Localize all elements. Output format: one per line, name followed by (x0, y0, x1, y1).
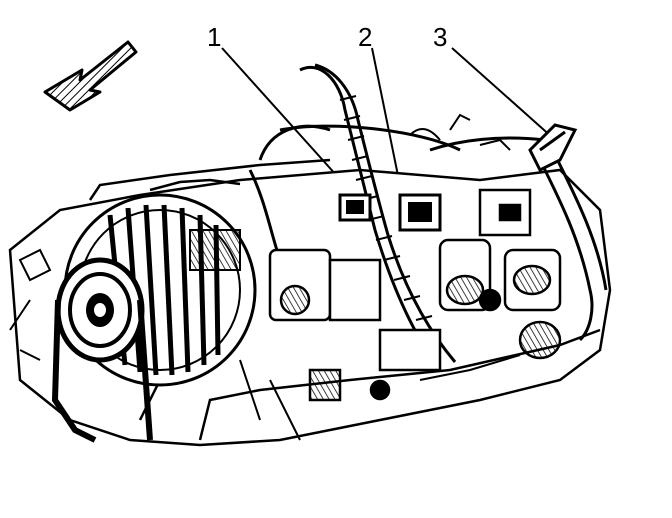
callout-1: 1 (207, 22, 222, 52)
right-harness (429, 136, 608, 342)
connector-1 (338, 193, 372, 222)
direction-arrow-icon (43, 40, 138, 112)
callout-3: 3 (433, 22, 448, 52)
callout-2: 2 (358, 22, 373, 52)
engine-details (9, 113, 521, 441)
connector-3 (528, 123, 578, 173)
lower-components (268, 248, 562, 402)
connector-2 (398, 193, 442, 232)
pulley (51, 257, 153, 443)
ignition-coils (438, 188, 562, 312)
leader-line-3 (451, 47, 554, 139)
